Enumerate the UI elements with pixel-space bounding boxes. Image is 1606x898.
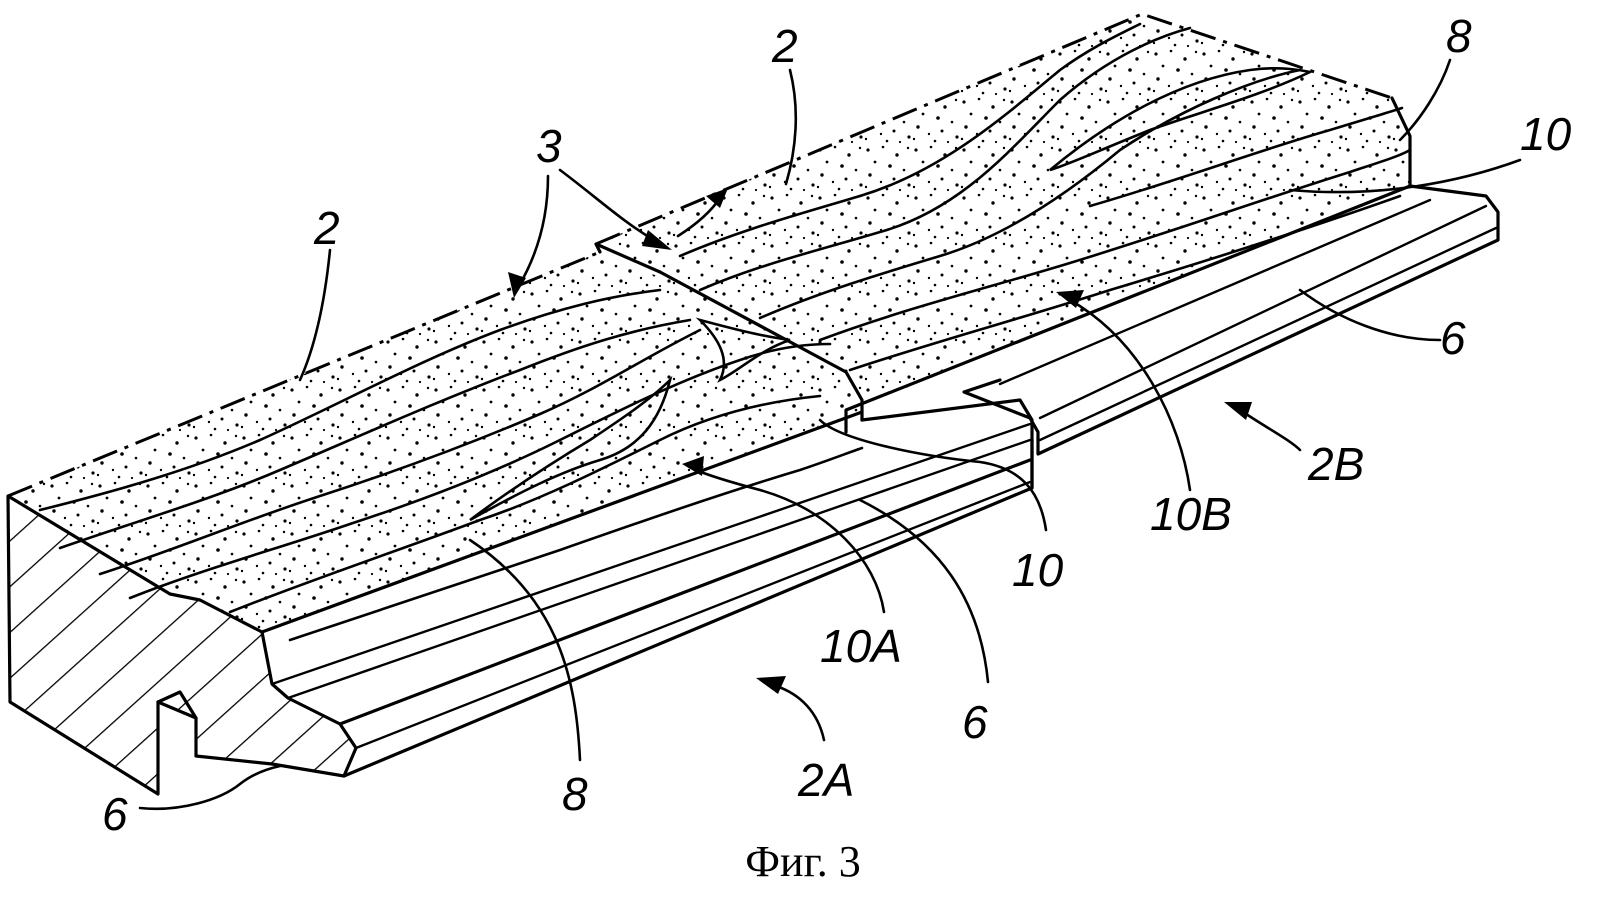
leader-2a — [774, 684, 826, 742]
label-8-right: 8 — [1446, 10, 1472, 62]
board-2a-grain-1 — [38, 288, 662, 512]
board-2a-grain-7 — [695, 317, 791, 383]
board-2b — [595, 12, 1500, 456]
label-8-bottom: 8 — [562, 768, 588, 820]
leader-10-right — [1288, 158, 1522, 194]
board-2b-grain-6 — [848, 194, 1402, 372]
leader-2-top — [784, 68, 798, 186]
arrowhead-3-right — [706, 188, 728, 208]
board-2a-grain-4 — [128, 342, 832, 600]
board-2b-grain-2 — [698, 26, 1192, 292]
arrowhead-10a — [682, 456, 704, 476]
arrowhead-3-top — [642, 230, 672, 250]
board-2b-grain-7 — [1088, 106, 1404, 208]
leader-10-center — [818, 418, 1048, 532]
board-2a-face-line-1 — [270, 422, 1032, 686]
board-2b-dashdot-edge — [595, 12, 1393, 246]
board-2a-end-step — [594, 242, 662, 274]
leader-3-to-left — [518, 174, 550, 286]
arrowhead-2a — [756, 676, 786, 694]
arrowhead-2b — [1224, 402, 1252, 420]
board-2b-grain-5 — [818, 148, 1412, 342]
leader-10a — [694, 468, 886, 614]
leader-lines — [138, 58, 1522, 811]
label-6-left: 6 — [102, 788, 128, 840]
arrowhead-3-left — [508, 272, 526, 298]
board-2a-groove-end — [860, 398, 1034, 490]
label-2-left: 2 — [313, 202, 340, 254]
board-2a-grain-2 — [58, 318, 692, 550]
board-joint-line — [658, 270, 864, 422]
label-10a: 10A — [820, 620, 902, 672]
board-2a-dashdot-edge — [7, 250, 601, 498]
label-10-center: 10 — [1012, 544, 1064, 596]
leader-2-left — [298, 248, 332, 382]
leader-10b — [1068, 298, 1192, 492]
board-2a-grain-8 — [288, 446, 864, 642]
leader-2b — [1238, 408, 1302, 452]
board-2b-grain-4 — [1049, 67, 1315, 172]
board-2a-face-line-4 — [354, 480, 1032, 750]
arrowhead-10b — [1056, 290, 1084, 308]
label-10-right: 10 — [1520, 108, 1572, 160]
label-2b: 2B — [1307, 438, 1364, 490]
leader-6-left — [138, 764, 282, 811]
label-6-center: 6 — [962, 696, 988, 748]
board-2a-grain-6 — [469, 375, 673, 522]
label-2-top: 2 — [771, 20, 798, 72]
board-2a — [6, 242, 1034, 796]
figure-caption: Фиг. 3 — [745, 837, 860, 886]
board-2a-face-line-2 — [286, 438, 1032, 700]
board-2a-grain-5 — [228, 394, 822, 614]
label-3: 3 — [536, 120, 562, 172]
board-2b-tongue-line-2 — [1038, 204, 1488, 420]
board-2a-top-front-edge — [260, 410, 864, 634]
label-2a: 2A — [797, 754, 854, 806]
label-10b: 10B — [1150, 488, 1232, 540]
leader-6-center — [858, 498, 990, 684]
board-2a-top-surface — [8, 252, 862, 632]
board-2a-groove-lip — [156, 690, 198, 720]
board-2b-top-surface — [596, 14, 1410, 426]
leader-6-right — [1298, 288, 1442, 342]
label-6-right: 6 — [1440, 312, 1466, 364]
board-2b-grain-3 — [758, 68, 1302, 320]
board-2b-end-edge — [1390, 96, 1412, 188]
board-2b-tongue-line-1 — [998, 198, 1432, 386]
reference-labels: 2 2 3 8 10 6 2B 10B 10 10A 6 2A 8 6 — [102, 10, 1572, 840]
board-2a-face-line-3 — [338, 458, 1032, 726]
board-2b-grain-1 — [678, 22, 1142, 258]
leader-8-right — [1398, 58, 1452, 142]
board-2a-grain-3 — [98, 328, 702, 576]
board-2b-tongue-line-3 — [1038, 226, 1498, 442]
board-2b-tongue — [962, 184, 1500, 456]
leader-8-bottom — [468, 538, 582, 762]
